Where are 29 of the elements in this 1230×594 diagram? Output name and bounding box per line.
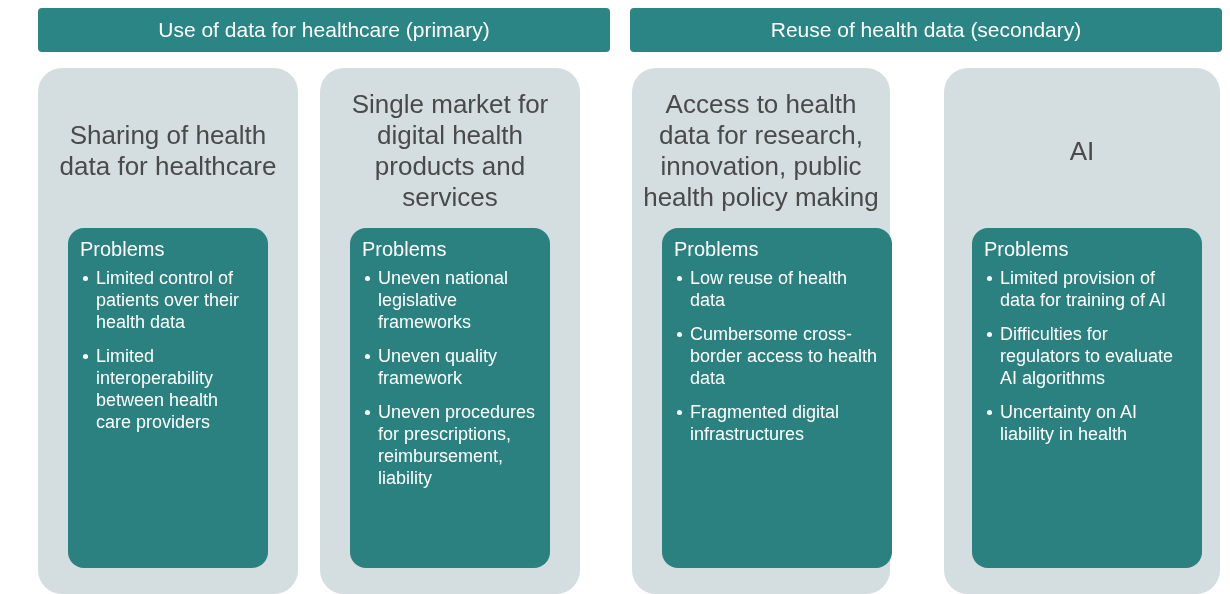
bullet-item: Difficulties for regulators to evaluate AI algorithms bbox=[1000, 323, 1175, 389]
category-panel bbox=[944, 68, 1220, 594]
bullet-item: Low reuse of health data bbox=[690, 267, 849, 311]
bullet-item: Uneven procedures for prescriptions, reimbursement, liability bbox=[378, 401, 537, 489]
bullet-item: Limited provision of data for training of AI bbox=[1000, 267, 1168, 311]
box-heading: Problems bbox=[362, 238, 448, 261]
box-heading: Problems bbox=[674, 238, 760, 261]
box-heading: Problems bbox=[984, 238, 1070, 261]
section-header-bar: Use of data for healthcare (primary) bbox=[38, 8, 610, 52]
category-panel bbox=[320, 68, 580, 594]
problems-box bbox=[972, 228, 1202, 568]
panel-title: Single market for digital health products and services bbox=[350, 88, 550, 214]
panel-title: Sharing of health data for healthcare bbox=[58, 119, 278, 183]
bullet-item: Limited control of patients over their health data bbox=[96, 267, 241, 333]
category-panel bbox=[632, 68, 890, 594]
box-heading: Problems bbox=[80, 238, 166, 261]
problems-box bbox=[350, 228, 550, 568]
bullet-item: Cumbersome cross-border access to health data bbox=[690, 323, 879, 389]
bullet-item: Uneven quality framework bbox=[378, 345, 499, 389]
bullet-item: Limited interoperability between health care providers bbox=[96, 345, 220, 433]
panel-title: AI bbox=[1068, 134, 1096, 168]
bullet-item: Fragmented digital infrastructures bbox=[690, 401, 841, 445]
problems-box bbox=[68, 228, 268, 568]
bullet-item: Uneven national legislative frameworks bbox=[378, 267, 510, 333]
category-panel bbox=[38, 68, 298, 594]
problems-box bbox=[662, 228, 892, 568]
bullet-item: Uncertainty on AI liability in health bbox=[1000, 401, 1139, 445]
panel-title: Access to health data for research, innovation, public health policy making bbox=[642, 88, 880, 214]
section-header-bar: Reuse of health data (secondary) bbox=[630, 8, 1222, 52]
